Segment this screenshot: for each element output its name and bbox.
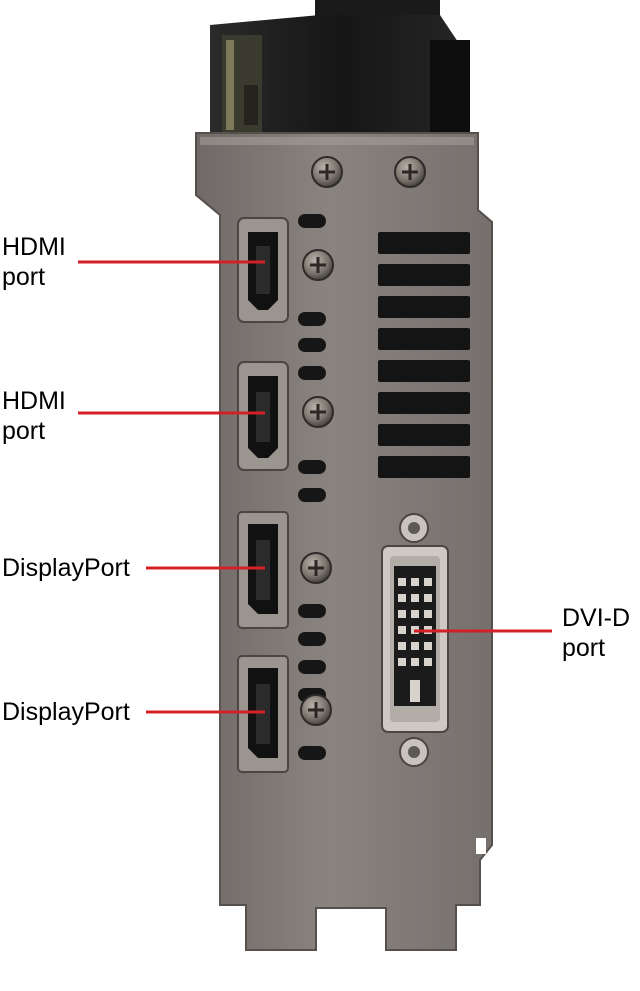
dvi-d-port xyxy=(381,513,449,767)
displayport-screw-1 xyxy=(300,552,332,584)
label-dvi-d-line1: DVI-D xyxy=(562,604,631,632)
hdmi-screw-1 xyxy=(302,249,334,281)
hdmi-screw-2 xyxy=(302,396,334,428)
label-hdmi-2-line2: port xyxy=(2,417,46,445)
leader-lines xyxy=(78,260,552,714)
displayport-screw-2 xyxy=(300,694,332,726)
label-displayport-2: DisplayPort xyxy=(2,697,130,727)
cooler-shroud xyxy=(210,0,470,135)
label-hdmi-1: HDMI port xyxy=(2,232,66,292)
label-dvi-d: DVI-D port xyxy=(562,603,630,663)
label-hdmi-1-line1: HDMI xyxy=(2,233,66,261)
label-displayport-1-text: DisplayPort xyxy=(2,554,130,582)
label-hdmi-2: HDMI port xyxy=(2,386,66,446)
label-dvi-d-line2: port xyxy=(562,634,606,662)
displayport-2 xyxy=(237,655,289,773)
label-hdmi-1-line2: port xyxy=(2,263,46,291)
label-displayport-1: DisplayPort xyxy=(2,553,130,583)
bracket-screw-left xyxy=(311,156,343,188)
hdmi-port-1 xyxy=(237,217,289,323)
bracket-notch xyxy=(476,838,486,854)
bracket-screw-right xyxy=(394,156,426,188)
vent-grille xyxy=(378,232,470,478)
label-displayport-2-text: DisplayPort xyxy=(2,698,130,726)
hdmi-port-2 xyxy=(237,361,289,471)
displayport-1 xyxy=(237,511,289,629)
label-hdmi-2-line1: HDMI xyxy=(2,387,66,415)
